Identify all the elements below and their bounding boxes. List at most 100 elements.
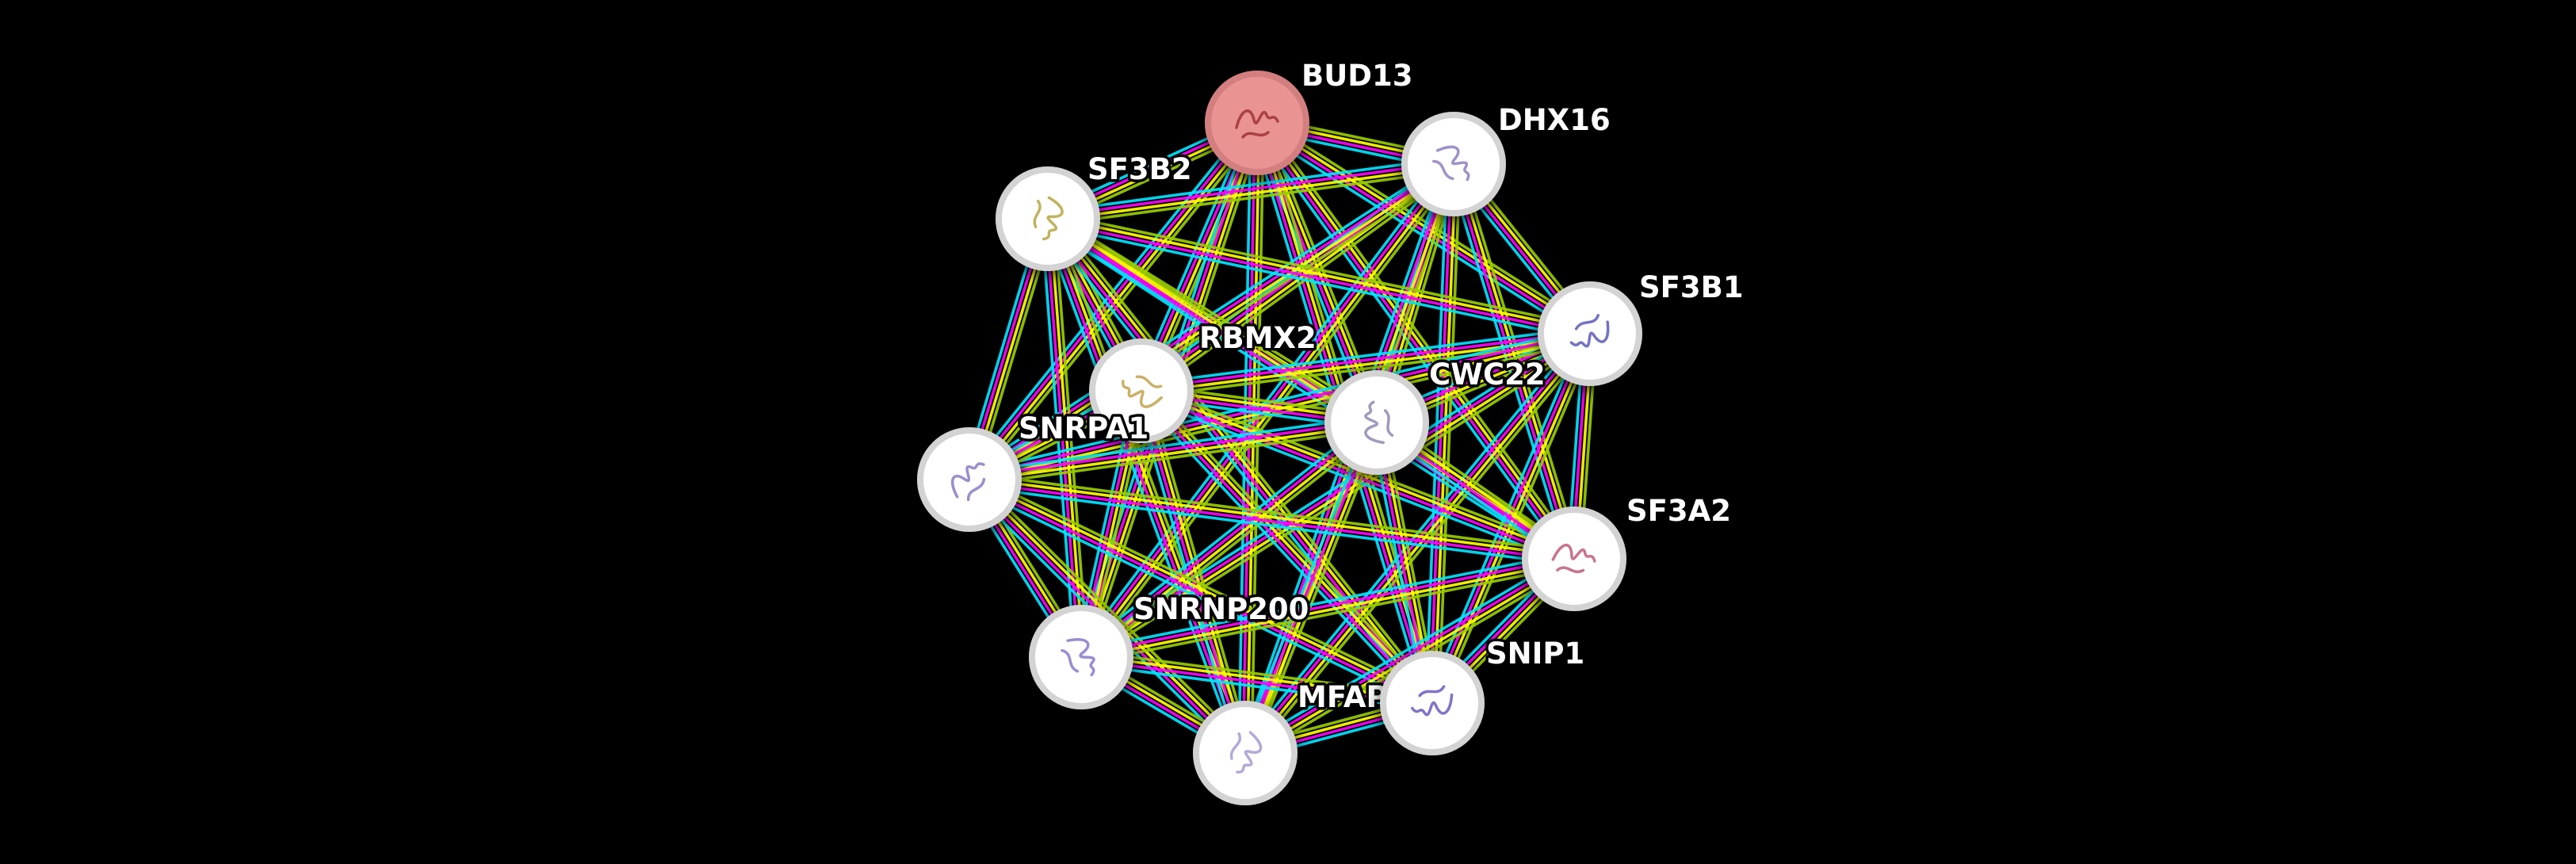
edge-strand xyxy=(968,330,1590,480)
edge-SNRNP200-SNIP1[interactable] xyxy=(1080,649,1434,711)
edge-strand xyxy=(1052,216,1253,751)
protein-structure-icon xyxy=(1122,375,1163,408)
edge-strand xyxy=(967,326,1589,475)
edge-strand xyxy=(1437,164,1462,704)
edge-strand xyxy=(971,472,1436,699)
edge-strand xyxy=(1249,424,1385,756)
edge-strand xyxy=(1144,168,1458,398)
edge-strand xyxy=(969,480,1574,563)
edge-SNRPA1-SF3A2[interactable] xyxy=(968,472,1576,567)
edge-strand xyxy=(1450,164,1574,560)
edge-BUD13-SF3A2[interactable] xyxy=(1250,118,1581,564)
edge-strand xyxy=(1040,219,1076,658)
protein-structure-icon xyxy=(1569,313,1610,348)
protein-structure-icon xyxy=(1432,145,1470,182)
node-label-SF3A2: SF3A2 xyxy=(1626,494,1731,528)
edge-strand xyxy=(1446,165,1569,561)
edge-strand xyxy=(1237,419,1373,751)
edge-strand xyxy=(1081,653,1433,703)
protein-structure-icon xyxy=(1364,400,1394,445)
node-label-CWC22: CWC22 xyxy=(1429,357,1546,392)
edge-strand xyxy=(1075,159,1450,655)
protein-structure-icon xyxy=(950,462,986,502)
edge-strand xyxy=(1076,327,1588,653)
edge-strand xyxy=(1240,552,1572,749)
node-label-DHX16: DHX16 xyxy=(1498,103,1611,137)
edge-strand xyxy=(1080,551,1573,652)
node-SNIP1[interactable]: SNIP1 xyxy=(1380,634,1588,755)
edge-strand xyxy=(1138,391,1432,706)
edge-CWC22-SNRPA1[interactable] xyxy=(968,415,1378,487)
node-label-SNRPA1: SNRPA1 xyxy=(1019,411,1148,445)
protein-structure-icon xyxy=(1551,544,1596,573)
edge-strand xyxy=(968,415,1377,475)
edge-strand xyxy=(1141,330,1590,391)
edge-strand xyxy=(1048,216,1435,703)
node-SF3A2[interactable]: SF3A2 xyxy=(1522,491,1734,611)
edge-strand xyxy=(969,472,1576,554)
edge-SF3B2-SF3B1[interactable] xyxy=(1045,211,1592,342)
edge-strand xyxy=(973,473,1251,750)
edge-strand xyxy=(1081,422,1379,660)
node-SF3B2[interactable]: SF3B2 xyxy=(996,150,1194,271)
edge-strand xyxy=(1428,163,1454,703)
edge-strand xyxy=(1048,215,1591,334)
node-CWC22[interactable]: CWC22 xyxy=(1324,355,1548,475)
edge-strand xyxy=(1048,164,1454,223)
node-SNRPA1[interactable]: SNRPA1 xyxy=(917,409,1152,532)
edge-strand xyxy=(1140,326,1590,386)
edge-CWC22-SNRNP200[interactable] xyxy=(1076,416,1382,663)
edge-strand xyxy=(969,476,1575,559)
edge-strand xyxy=(968,484,1574,567)
edge-strand xyxy=(1245,422,1381,755)
edge-strand xyxy=(1081,334,1592,660)
edge-strand xyxy=(1046,156,1454,214)
edge-strand xyxy=(1252,127,1588,341)
node-label-SNIP1: SNIP1 xyxy=(1486,637,1584,671)
edge-strand xyxy=(1049,211,1592,329)
node-SF3B1[interactable]: SF3B1 xyxy=(1538,268,1746,386)
edge-strand xyxy=(1079,419,1377,657)
edge-strand xyxy=(1079,331,1590,657)
edge-RBMX2-SNIP1[interactable] xyxy=(1135,385,1439,709)
node-SNRNP200[interactable]: SNRNP200 xyxy=(1029,590,1312,709)
edge-strand xyxy=(968,480,1432,707)
edge-strand xyxy=(1080,662,1432,711)
edge-strand xyxy=(1084,426,1382,663)
edge-strand xyxy=(1076,416,1374,654)
edge-strand xyxy=(1048,169,1455,227)
edge-strand xyxy=(969,476,1434,703)
edge-strand xyxy=(1254,123,1574,561)
node-RBMX2[interactable]: RBMX2 xyxy=(1089,319,1319,443)
edge-strand xyxy=(1045,224,1589,342)
edge-strand xyxy=(1081,649,1434,698)
edge-strand xyxy=(1081,559,1575,661)
edge-strand xyxy=(1048,217,1249,753)
edge-strand xyxy=(969,123,1260,482)
edge-SNRPA1-SNIP1[interactable] xyxy=(965,472,1436,710)
edge-strand xyxy=(1248,337,1596,759)
edge-CWC22-MFAP1[interactable] xyxy=(1237,419,1385,756)
edge-strand xyxy=(966,120,1257,480)
edge-strand xyxy=(1145,385,1439,700)
edge-strand xyxy=(1080,555,1574,657)
edge-strand xyxy=(1051,213,1439,701)
edge-strand xyxy=(1241,421,1377,753)
edge-strand xyxy=(1080,657,1432,707)
protein-structure-icon xyxy=(1229,731,1263,774)
node-label-SF3B1: SF3B1 xyxy=(1639,270,1744,304)
node-DHX16[interactable]: DHX16 xyxy=(1401,101,1613,216)
protein-structure-icon xyxy=(1235,109,1279,139)
edge-DHX16-SF3B2[interactable] xyxy=(1046,156,1455,227)
edge-strand xyxy=(1261,118,1581,556)
node-BUD13[interactable]: BUD13 xyxy=(1205,56,1416,175)
edge-SF3A2-SNRNP200[interactable] xyxy=(1080,551,1576,665)
protein-structure-icon xyxy=(1061,638,1095,677)
edge-strand xyxy=(969,422,1378,484)
protein-structure-icon xyxy=(1410,685,1454,717)
edge-strand xyxy=(1242,331,1590,753)
node-label-BUD13: BUD13 xyxy=(1301,59,1412,93)
